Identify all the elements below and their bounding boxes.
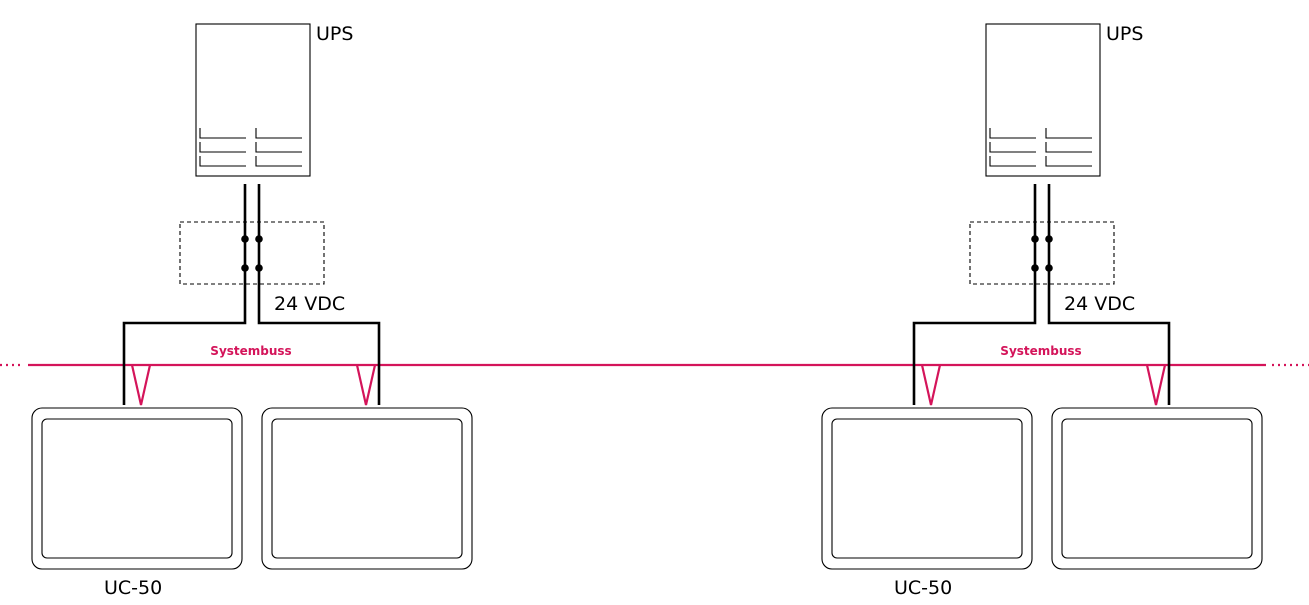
- group-right: UPS 24 VDC Systembuss UC-50: [821, 23, 1263, 599]
- panel-screen: [831, 418, 1023, 559]
- power-wires: [912, 184, 1171, 405]
- group-left: UPS 24 VDC Systembuss UC-50: [31, 23, 473, 599]
- panel-screen: [1061, 418, 1253, 559]
- panel-outer: [821, 407, 1033, 570]
- ups-battery-slots: [989, 128, 1092, 167]
- bus-drops: [920, 364, 1167, 406]
- panel-outer: [1051, 407, 1263, 570]
- terminal: [255, 235, 263, 243]
- junction-box: [179, 221, 325, 285]
- junction-box: [969, 221, 1115, 285]
- panel-screen: [41, 418, 233, 559]
- panel-unit: [31, 407, 243, 570]
- panel-unit: [261, 407, 473, 570]
- panel-outer: [261, 407, 473, 570]
- unit-label: UC-50: [104, 577, 162, 599]
- bus-label: Systembuss: [1000, 344, 1081, 358]
- bus-drops: [130, 364, 377, 406]
- terminal: [241, 235, 249, 243]
- voltage-label: 24 VDC: [1064, 293, 1135, 315]
- terminal: [1031, 264, 1039, 272]
- terminal: [1031, 235, 1039, 243]
- unit-label: UC-50: [894, 577, 952, 599]
- ups-label: UPS: [1106, 23, 1143, 45]
- ups-unit: UPS: [985, 23, 1143, 177]
- voltage-label: 24 VDC: [274, 293, 345, 315]
- panel-outer: [31, 407, 243, 570]
- ups-unit: UPS: [195, 23, 353, 177]
- terminal: [1045, 235, 1053, 243]
- ups-cabinet: [985, 23, 1101, 177]
- panel-unit: [821, 407, 1033, 570]
- ups-label: UPS: [316, 23, 353, 45]
- power-wires: [122, 184, 381, 405]
- terminal: [1045, 264, 1053, 272]
- terminal: [255, 264, 263, 272]
- bus-label: Systembuss: [210, 344, 291, 358]
- ups-battery-slots: [199, 128, 302, 167]
- ups-cabinet: [195, 23, 311, 177]
- panel-unit: [1051, 407, 1263, 570]
- terminal: [241, 264, 249, 272]
- panel-screen: [271, 418, 463, 559]
